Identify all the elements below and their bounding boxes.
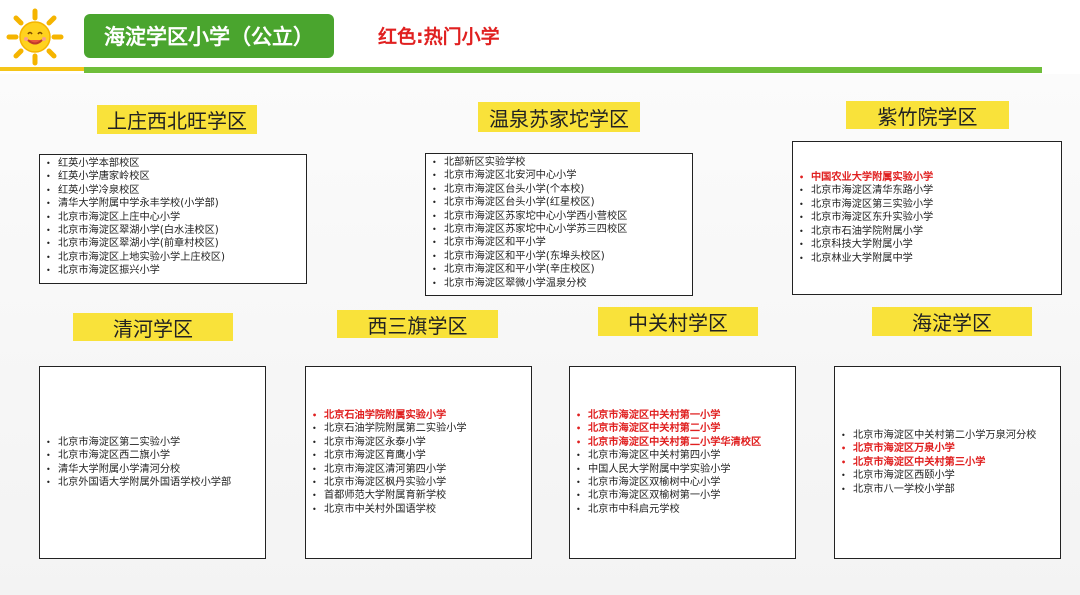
district-label-haidian: 海淀学区 — [872, 307, 1032, 336]
school-item: 北京市海淀区第二实验小学 — [46, 436, 261, 450]
hot-school-item: 北京市海淀区万泉小学 — [841, 442, 1056, 456]
school-item: 北京市海淀区和平小学 — [432, 236, 688, 250]
school-item: 北京市海淀区永泰小学 — [312, 436, 527, 450]
district-box-zhongguancun: 北京市海淀区中关村第一小学北京市海淀区中关村第二小学北京市海淀区中关村第二小学华… — [569, 366, 796, 559]
hot-school-item: 北京石油学院附属实验小学 — [312, 409, 527, 423]
school-item: 红英小学本部校区 — [46, 157, 302, 171]
hot-school-item: 中国农业大学附属实验小学 — [799, 171, 1057, 185]
school-item: 北京市海淀区枫丹实验小学 — [312, 476, 527, 490]
district-label-zizhuyuan: 紫竹院学区 — [846, 101, 1009, 129]
school-list: 红英小学本部校区红英小学唐家岭校区红英小学冷泉校区清华大学附属中学永丰学校(小学… — [46, 157, 302, 278]
page-title: 海淀学区小学（公立） — [84, 14, 334, 58]
school-item: 北部新区实验学校 — [432, 156, 688, 170]
school-item: 北京市海淀区上地实验小学上庄校区) — [46, 251, 302, 265]
hot-school-item: 北京市海淀区中关村第三小学 — [841, 456, 1056, 470]
school-item: 北京外国语大学附属外国语学校小学部 — [46, 476, 261, 490]
school-item: 北京市海淀区和平小学(辛庄校区) — [432, 263, 688, 277]
district-box-haidian: 北京市海淀区中关村第二小学万泉河分校北京市海淀区万泉小学北京市海淀区中关村第三小… — [834, 366, 1061, 559]
header-divider — [84, 67, 1042, 73]
school-item: 北京市海淀区东升实验小学 — [799, 211, 1057, 225]
district-label-xisanqi: 西三旗学区 — [337, 310, 498, 338]
school-item: 北京市海淀区台头小学(个本校) — [432, 183, 688, 197]
school-item: 北京市中科启元学校 — [576, 503, 791, 517]
school-list: 北京石油学院附属实验小学北京石油学院附属第二实验小学北京市海淀区永泰小学北京市海… — [312, 409, 527, 517]
school-item: 北京市海淀区西二旗小学 — [46, 449, 261, 463]
hot-school-item: 北京市海淀区中关村第二小学 — [576, 422, 791, 436]
header-divider-accent — [0, 67, 84, 71]
school-list: 北部新区实验学校北京市海淀区北安河中心小学北京市海淀区台头小学(个本校)北京市海… — [432, 156, 688, 290]
school-list: 中国农业大学附属实验小学北京市海淀区清华东路小学北京市海淀区第三实验小学北京市海… — [799, 171, 1057, 265]
school-item: 北京市海淀区中关村第四小学 — [576, 449, 791, 463]
school-item: 北京市海淀区苏家坨中心小学苏三四校区 — [432, 223, 688, 237]
school-item: 北京市海淀区苏家坨中心小学西小营校区 — [432, 210, 688, 224]
school-item: 北京市海淀区翠湖小学(白水洼校区) — [46, 224, 302, 238]
school-item: 北京市海淀区西颐小学 — [841, 469, 1056, 483]
school-item: 首都师范大学附属育新学校 — [312, 489, 527, 503]
hot-school-item: 北京市海淀区中关村第一小学 — [576, 409, 791, 423]
district-label-qinghe: 清河学区 — [73, 313, 233, 341]
school-item: 北京林业大学附属中学 — [799, 252, 1057, 266]
school-item: 北京市海淀区育鹰小学 — [312, 449, 527, 463]
school-item: 北京市海淀区和平小学(东埠头校区) — [432, 250, 688, 264]
district-label-wenquan: 温泉苏家坨学区 — [478, 102, 640, 132]
school-item: 清华大学附属中学永丰学校(小学部) — [46, 197, 302, 211]
school-item: 中国人民大学附属中学实验小学 — [576, 463, 791, 477]
school-item: 红英小学冷泉校区 — [46, 184, 302, 198]
school-item: 北京市海淀区翠湖小学(前章村校区) — [46, 237, 302, 251]
school-item: 北京市海淀区翠微小学温泉分校 — [432, 277, 688, 291]
district-box-wenquan: 北部新区实验学校北京市海淀区北安河中心小学北京市海淀区台头小学(个本校)北京市海… — [425, 153, 693, 296]
school-item: 北京市海淀区中关村第二小学万泉河分校 — [841, 429, 1056, 443]
school-item: 北京市海淀区振兴小学 — [46, 264, 302, 278]
school-item: 北京市八一学校小学部 — [841, 483, 1056, 497]
district-label-shangzhuang: 上庄西北旺学区 — [97, 105, 257, 134]
district-box-shangzhuang: 红英小学本部校区红英小学唐家岭校区红英小学冷泉校区清华大学附属中学永丰学校(小学… — [39, 154, 307, 284]
school-item: 北京市海淀区第三实验小学 — [799, 198, 1057, 212]
school-item: 北京市海淀区双榆树第一小学 — [576, 489, 791, 503]
district-box-zizhuyuan: 中国农业大学附属实验小学北京市海淀区清华东路小学北京市海淀区第三实验小学北京市海… — [792, 141, 1062, 295]
hot-school-item: 北京市海淀区中关村第二小学华清校区 — [576, 436, 791, 450]
district-box-xisanqi: 北京石油学院附属实验小学北京石油学院附属第二实验小学北京市海淀区永泰小学北京市海… — [305, 366, 532, 559]
school-item: 北京市中关村外国语学校 — [312, 503, 527, 517]
school-item: 北京市海淀区北安河中心小学 — [432, 169, 688, 183]
sun-icon — [6, 8, 64, 66]
hot-school-legend: 红色:热门小学 — [378, 26, 500, 48]
school-item: 清华大学附属小学清河分校 — [46, 463, 261, 477]
school-item: 红英小学唐家岭校区 — [46, 170, 302, 184]
school-item: 北京科技大学附属小学 — [799, 238, 1057, 252]
district-label-zhongguancun: 中关村学区 — [598, 307, 758, 336]
school-list: 北京市海淀区中关村第二小学万泉河分校北京市海淀区万泉小学北京市海淀区中关村第三小… — [841, 429, 1056, 496]
school-item: 北京市海淀区清华东路小学 — [799, 184, 1057, 198]
school-list: 北京市海淀区第二实验小学北京市海淀区西二旗小学清华大学附属小学清河分校北京外国语… — [46, 436, 261, 490]
school-item: 北京石油学院附属第二实验小学 — [312, 422, 527, 436]
school-item: 北京市石油学院附属小学 — [799, 225, 1057, 239]
school-item: 北京市海淀区双榆树中心小学 — [576, 476, 791, 490]
school-item: 北京市海淀区台头小学(红星校区) — [432, 196, 688, 210]
district-box-qinghe: 北京市海淀区第二实验小学北京市海淀区西二旗小学清华大学附属小学清河分校北京外国语… — [39, 366, 266, 559]
school-item: 北京市海淀区上庄中心小学 — [46, 211, 302, 225]
school-list: 北京市海淀区中关村第一小学北京市海淀区中关村第二小学北京市海淀区中关村第二小学华… — [576, 409, 791, 517]
school-item: 北京市海淀区清河第四小学 — [312, 463, 527, 477]
